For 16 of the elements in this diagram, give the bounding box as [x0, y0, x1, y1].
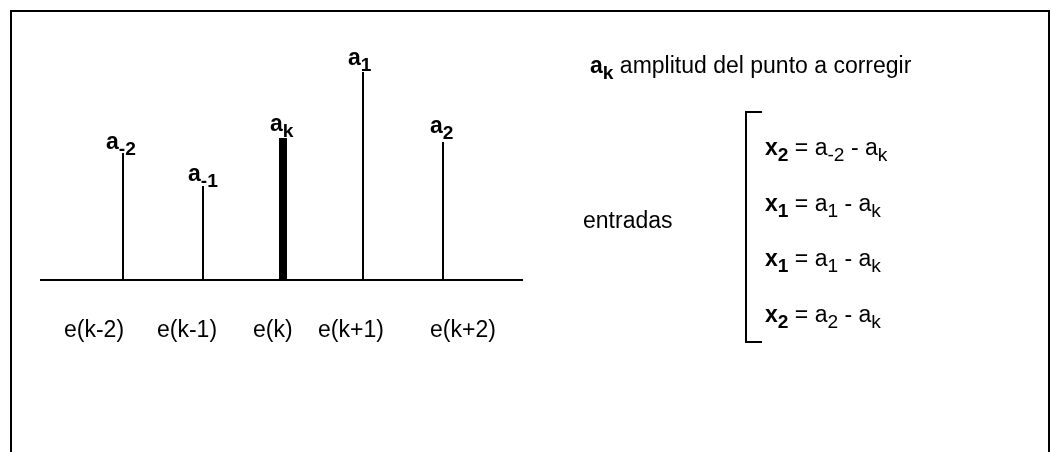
axis-label: e(k+2) — [430, 316, 496, 342]
amplitude-label: a$_{-2}$ — [106, 128, 136, 161]
axis-label: e(k-1) — [157, 316, 218, 342]
equation: x$_{2}$ = a$_{-2}$ - a$_{k}$ — [765, 134, 888, 167]
amplitude-label: a$_{-1}$ — [188, 160, 218, 193]
inputs-label: entradas — [583, 207, 673, 233]
axis-label: e(k-2) — [64, 316, 125, 342]
equation: x$_{2}$ = a$_{2}$ - a$_{k}$ — [765, 301, 881, 334]
amplitude-label: a$_{k}$ — [270, 110, 294, 143]
equation: x$_{1}$ = a$_{1}$ - a$_{k}$ — [765, 190, 881, 223]
amplitude-label: a$_{2}$ — [430, 112, 454, 145]
legend-note: a$_{k}$ amplitud del punto a corregir — [590, 52, 912, 85]
equation: x$_{1}$ = a$_{1}$ - a$_{k}$ — [765, 245, 881, 278]
axis-label: e(k) — [253, 316, 293, 342]
amplitude-label: a$_{1}$ — [348, 44, 372, 77]
axis-label: e(k+1) — [318, 316, 384, 342]
